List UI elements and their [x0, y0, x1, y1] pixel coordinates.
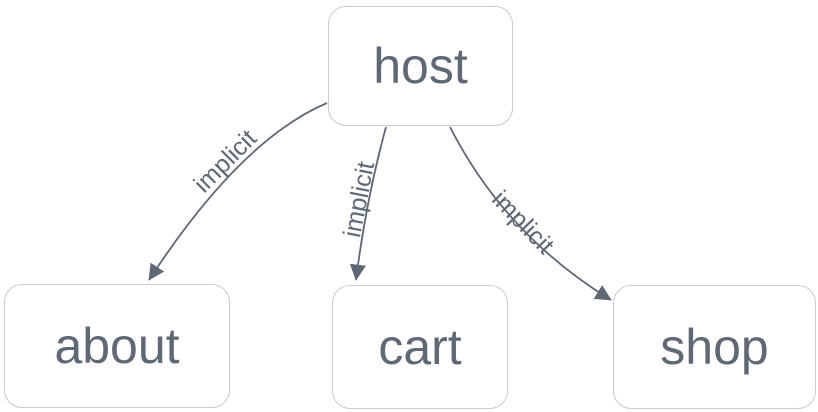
edge-line-host-shop[interactable] [449, 126, 612, 301]
edge-label-host-shop: implicit [486, 185, 559, 259]
edge-host-cart: implicit [338, 126, 387, 281]
node-host[interactable]: host [328, 6, 513, 126]
node-cart-label: cart [378, 319, 462, 375]
edge-line-host-about[interactable] [148, 102, 328, 281]
edge-line-host-cart[interactable] [349, 126, 387, 281]
node-about-label: about [54, 318, 180, 374]
node-shop-label: shop [660, 319, 769, 375]
node-host-label: host [373, 38, 468, 94]
edge-label-host-cart: implicit [338, 159, 380, 239]
edge-host-shop: implicit [449, 126, 612, 301]
edge-host-about: implicit [148, 102, 328, 281]
node-shop[interactable]: shop [613, 285, 816, 409]
edge-label-host-about: implicit [188, 124, 262, 198]
node-about[interactable]: about [4, 284, 230, 408]
node-cart[interactable]: cart [332, 285, 508, 409]
